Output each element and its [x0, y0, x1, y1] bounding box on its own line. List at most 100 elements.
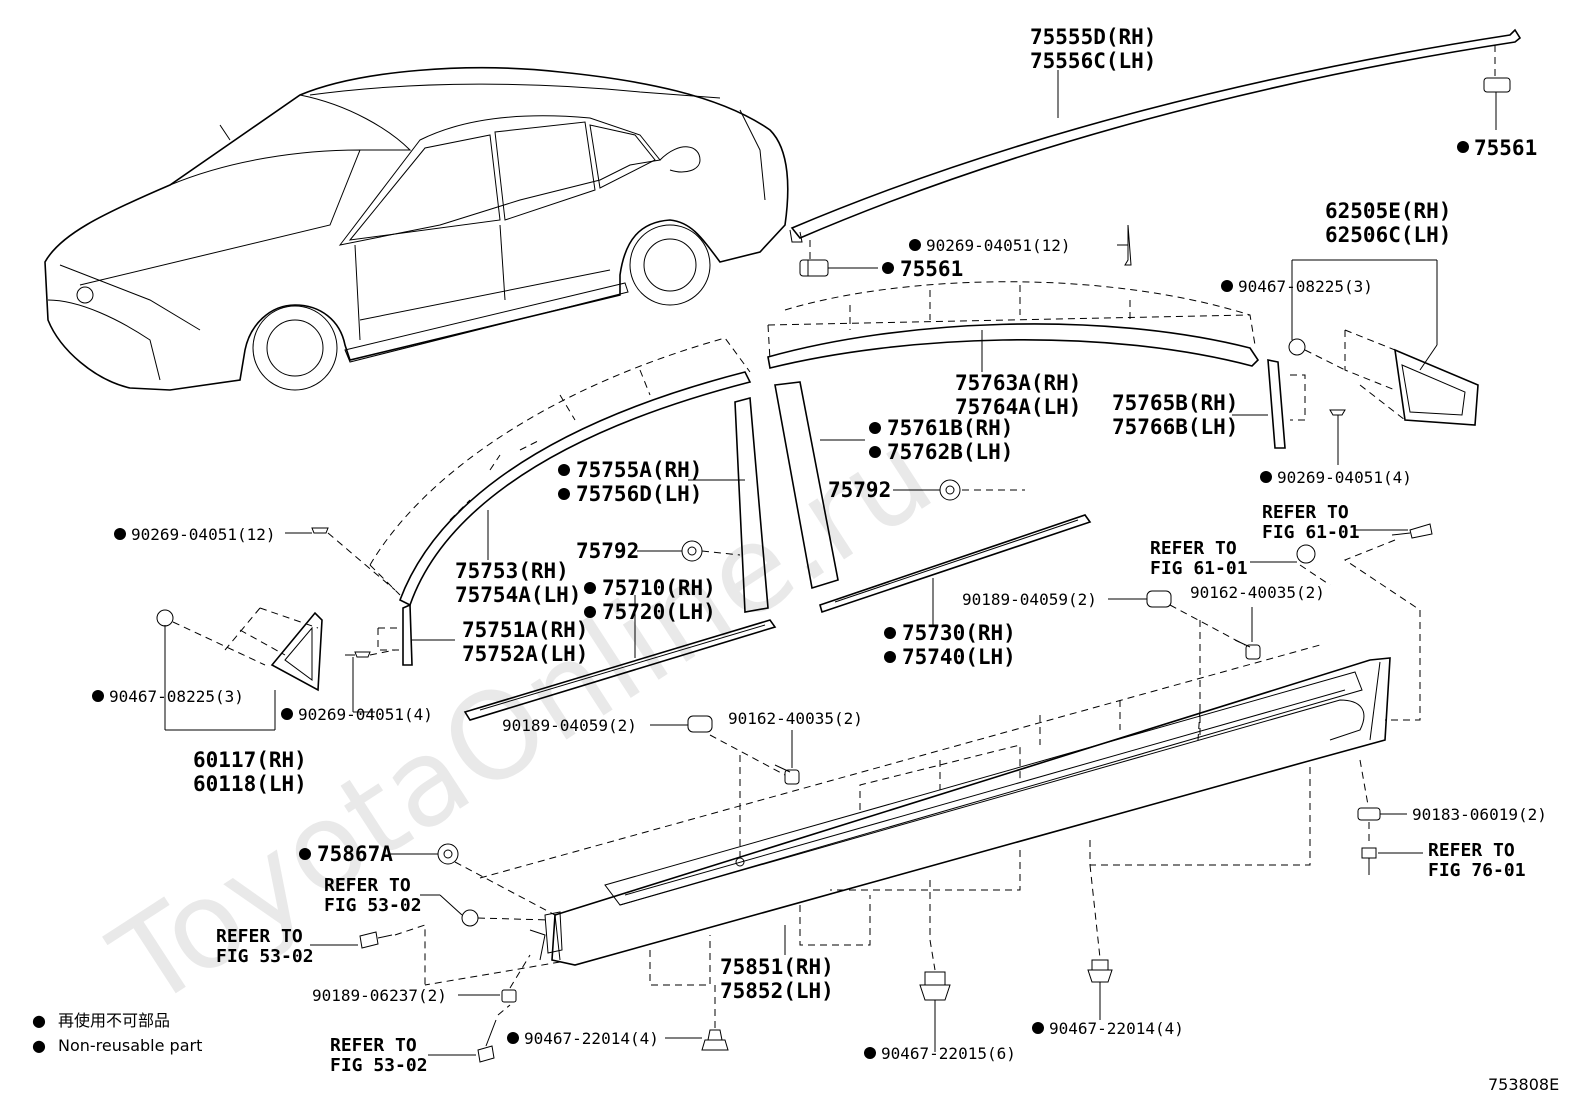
- rear-pillar-garnish: [774, 381, 839, 590]
- nonreusable-dot-75710: [584, 582, 596, 594]
- label-75792-b: 75792: [576, 539, 639, 563]
- clip-75792-a: [939, 479, 961, 501]
- refer-fig53-c-line2: FIG 53-02: [330, 1055, 428, 1076]
- screw-90269-d: [311, 527, 329, 534]
- screw-90162-b: [1234, 639, 1261, 660]
- label-75765b: 75765B(RH): [1112, 391, 1238, 415]
- clip-90189-a: [687, 715, 713, 733]
- bolt-fig53-b: [359, 931, 393, 949]
- label-75720: 75720(LH): [602, 600, 716, 624]
- label-90467-22014b: 90467-22014(4): [1049, 1019, 1184, 1038]
- nonreusable-dot-75762b: [869, 446, 881, 458]
- clip-fig53-a: [461, 909, 479, 927]
- bracket-rocker-end: [529, 911, 563, 961]
- nonreusable-dot-75867a: [299, 848, 311, 860]
- refer-fig61-a-line2: FIG 61-01: [1262, 522, 1360, 543]
- label-75867a: 75867A: [317, 842, 393, 866]
- refer-fig61-b-line2: FIG 61-01: [1150, 558, 1248, 579]
- label-75762b: 75762B(LH): [887, 440, 1013, 464]
- label-90162-2a: 90162-40035(2): [1190, 583, 1325, 602]
- front-belt-molding: [463, 619, 777, 721]
- car-illustration: [44, 67, 789, 391]
- label-75710: 75710(RH): [602, 576, 716, 600]
- clip-90467-22014-b: [1087, 959, 1113, 983]
- label-75766b: 75766B(LH): [1112, 415, 1238, 439]
- legend-symbol-1: ●: [32, 1011, 46, 1030]
- rocker-panel-molding: [551, 657, 1391, 966]
- label-75754a: 75754A(LH): [455, 583, 581, 607]
- nonreusable-dot-90269-4a: [1260, 471, 1272, 483]
- label-75852: 75852(LH): [720, 979, 834, 1003]
- clip-75561-b: [1483, 77, 1511, 93]
- refer-fig76-line2: FIG 76-01: [1428, 860, 1526, 881]
- refer-fig53-b-line2: FIG 53-02: [216, 946, 314, 967]
- label-75756d: 75756D(LH): [576, 482, 702, 506]
- pillar-garnish-75765b: [1267, 359, 1286, 449]
- refer-fig53-a-line2: FIG 53-02: [324, 895, 422, 916]
- label-90269-4a: 90269-04051(4): [1277, 468, 1412, 487]
- clip-75561-a: [799, 259, 829, 277]
- label-75753: 75753(RH): [455, 559, 569, 583]
- label-75763a: 75763A(RH): [955, 371, 1081, 395]
- mirror-base-garnish: [270, 611, 323, 692]
- nonreusable-dot-90269-4b: [281, 708, 293, 720]
- front-pillar-garnish: [734, 396, 769, 613]
- clip-90189-06237: [501, 989, 517, 1003]
- rear-door-frame-molding: [767, 323, 1260, 369]
- bolt-fig76: [1361, 847, 1377, 875]
- nonreusable-dot-75761b: [869, 422, 881, 434]
- quarter-window-garnish: [1394, 348, 1479, 426]
- label-75740: 75740(LH): [902, 645, 1016, 669]
- nonreusable-dot-90467-22014a: [507, 1032, 519, 1044]
- refer-fig61-a-line1: REFER TO: [1262, 502, 1349, 523]
- screw-90269-b: [1329, 409, 1346, 440]
- label-90162-2b: 90162-40035(2): [728, 709, 863, 728]
- refer-fig61-b-line1: REFER TO: [1150, 538, 1237, 559]
- refer-fig76-line1: REFER TO: [1428, 840, 1515, 861]
- bolt-fig61-a: [1391, 523, 1433, 539]
- rear-belt-molding: [819, 514, 1092, 614]
- label-75755a: 75755A(RH): [576, 458, 702, 482]
- label-90189-2a: 90189-04059(2): [962, 590, 1097, 609]
- roof-molding: [789, 28, 1522, 243]
- label-60118: 60118(LH): [193, 772, 307, 796]
- label-75761b: 75761B(RH): [887, 416, 1013, 440]
- refer-fig53-c-line1: REFER TO: [330, 1035, 417, 1056]
- nonreusable-dot-75740: [884, 651, 896, 663]
- clip-90467-22015: [919, 971, 951, 1001]
- nonreusable-dot-75561-a: [882, 262, 894, 274]
- label-62506c: 62506C(LH): [1325, 223, 1451, 247]
- nonreusable-dot-75756d: [558, 488, 570, 500]
- nonreusable-dot-75730: [884, 627, 896, 639]
- label-90189-06237: 90189-06237(2): [312, 986, 447, 1005]
- front-door-frame-molding: [398, 371, 752, 607]
- label-75561-b: 75561: [1474, 136, 1537, 160]
- nonreusable-dot-75755a: [558, 464, 570, 476]
- nonreusable-dot-75720: [584, 606, 596, 618]
- label-75792-a: 75792: [828, 478, 891, 502]
- front-pillar-applique: [402, 603, 413, 666]
- label-75556c: 75556C(LH): [1030, 49, 1156, 73]
- label-90467-3a: 90467-08225(3): [1238, 277, 1373, 296]
- label-90269-4b: 90269-04051(4): [298, 705, 433, 724]
- refer-fig53-b-line1: REFER TO: [216, 926, 303, 947]
- label-90269-12b: 90269-04051(12): [131, 525, 276, 544]
- clip-fig61-b: [1296, 544, 1316, 564]
- label-75561-a: 75561: [900, 257, 963, 281]
- nonreusable-dot-90467-22015: [864, 1047, 876, 1059]
- screw-90162-a: [774, 764, 800, 785]
- label-60117: 60117(RH): [193, 748, 307, 772]
- nonreusable-dot-75561-b: [1457, 141, 1469, 153]
- label-90467-3b: 90467-08225(3): [109, 687, 244, 706]
- label-90269-12a: 90269-04051(12): [926, 236, 1071, 255]
- nonreusable-dot-90269-12a: [909, 239, 921, 251]
- nonreusable-dot-90269-12b: [114, 528, 126, 540]
- clip-90467-22014-a: [701, 1029, 729, 1051]
- label-75764a: 75764A(LH): [955, 395, 1081, 419]
- legend-text-2: Non-reusable part: [58, 1036, 202, 1055]
- label-75730: 75730(RH): [902, 621, 1016, 645]
- clip-90183: [1357, 807, 1381, 821]
- clip-90467-a: [1288, 338, 1306, 356]
- label-90467-22014a: 90467-22014(4): [524, 1029, 659, 1048]
